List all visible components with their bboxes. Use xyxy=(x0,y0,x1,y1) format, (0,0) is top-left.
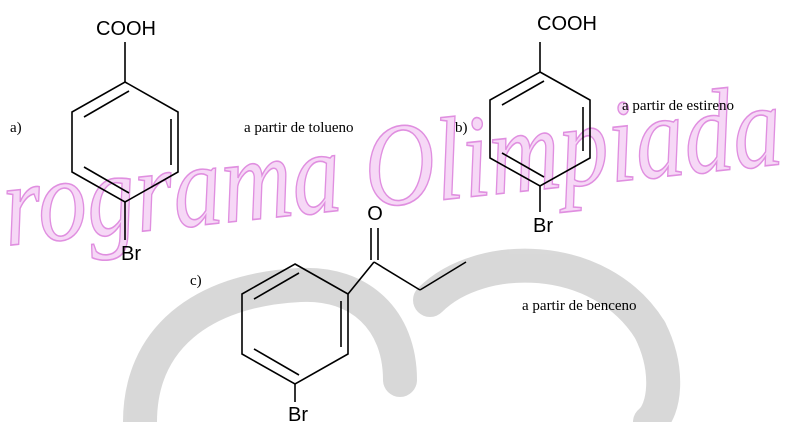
molecule-a xyxy=(71,42,179,240)
molecule-a-top-group: COOH xyxy=(96,18,156,40)
molecule-b-bottom-group: Br xyxy=(533,215,553,237)
watermark-emblem xyxy=(123,248,681,422)
molecule-c xyxy=(241,228,467,402)
molecule-b xyxy=(489,42,591,212)
problem-c-label: c) xyxy=(190,273,202,289)
molecule-a-bottom-group: Br xyxy=(121,243,141,265)
problem-b-instruction: a partir de estireno xyxy=(622,98,734,114)
molecule-c-carbonyl-oxygen: O xyxy=(367,203,383,225)
watermark-text: Programa Olimpiadas xyxy=(0,55,785,277)
molecule-c-substituent: Br xyxy=(288,404,308,422)
problem-a-instruction: a partir de tolueno xyxy=(244,120,354,136)
molecule-b-top-group: COOH xyxy=(537,13,597,35)
problem-c-instruction: a partir de benceno xyxy=(522,298,637,314)
problem-a-label: a) xyxy=(10,120,22,136)
problem-b-label: b) xyxy=(455,120,468,136)
